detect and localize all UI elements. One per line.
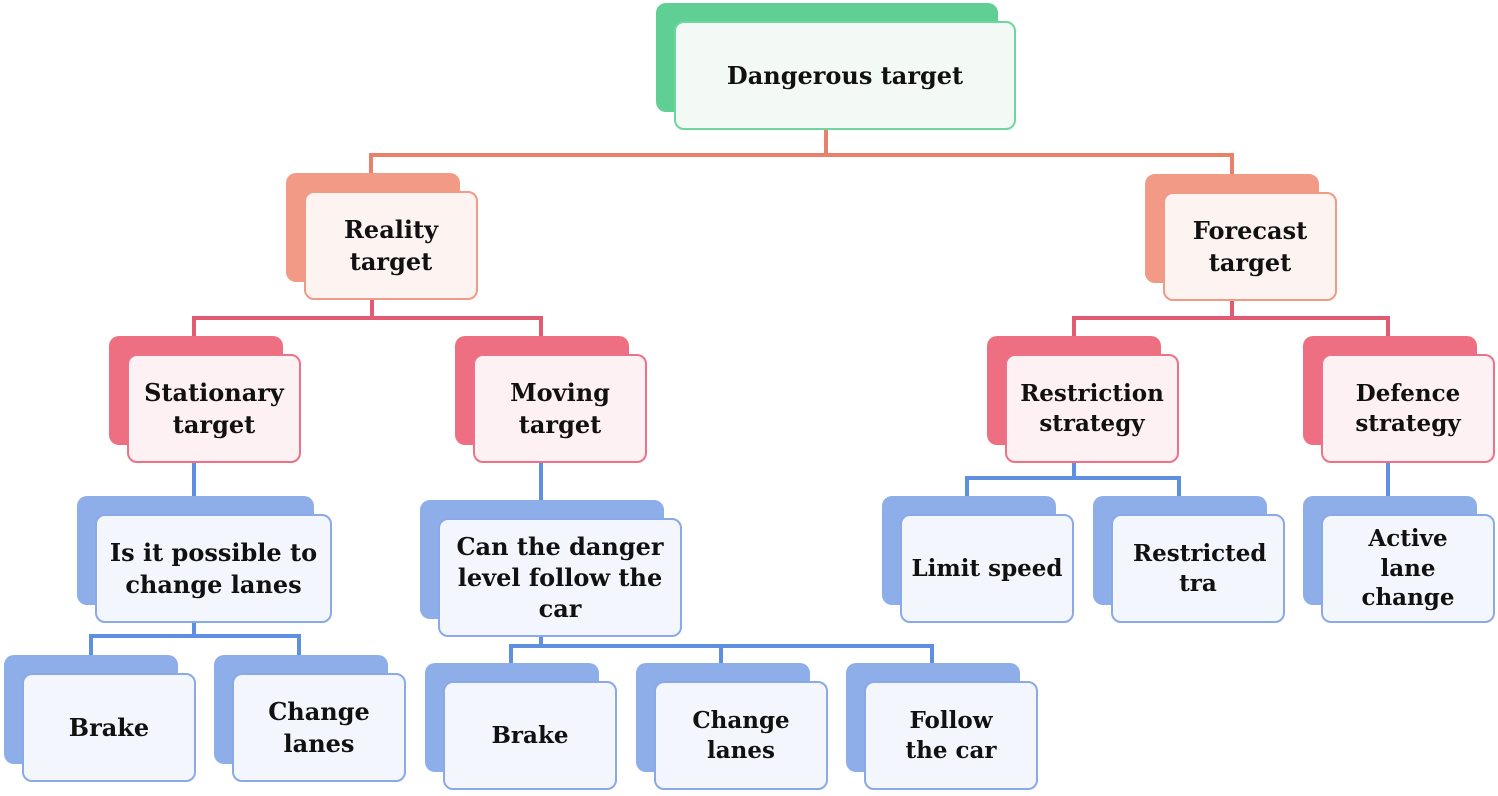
- node-forecast: Forecast target: [1145, 174, 1337, 301]
- node-label: Reality target: [343, 215, 439, 276]
- node-lane-possible: Is it possible to change lanes: [77, 496, 332, 623]
- node-card: Brake: [22, 673, 196, 782]
- connector-root-children: [369, 110, 1234, 193]
- node-card: Is it possible to change lanes: [95, 514, 332, 623]
- node-card: Reality target: [304, 191, 478, 300]
- node-card: Restricted tra: [1111, 514, 1285, 623]
- node-card: Follow the car: [864, 681, 1038, 790]
- node-label: Limit speed: [911, 554, 1063, 582]
- node-change-lanes-1: Change lanes: [214, 655, 406, 782]
- node-moving: Moving target: [455, 336, 647, 463]
- node-card: Moving target: [473, 354, 647, 463]
- connector-lane-question-actions: [89, 620, 301, 674]
- node-label: Brake: [68, 712, 150, 742]
- node-card: Dangerous target: [674, 21, 1016, 130]
- node-label: Stationary target: [144, 378, 284, 439]
- node-label: Active lane change: [1361, 524, 1455, 612]
- node-defence: Defence strategy: [1303, 336, 1495, 463]
- node-card: Brake: [443, 681, 617, 790]
- node-card: Restriction strategy: [1005, 354, 1179, 463]
- node-card: Active lane change: [1321, 514, 1495, 623]
- node-restriction: Restriction strategy: [987, 336, 1179, 463]
- node-label: Can the danger level follow the car: [456, 531, 664, 624]
- node-label: Restricted tra: [1133, 539, 1267, 597]
- node-card: Defence strategy: [1321, 354, 1495, 463]
- node-label: Forecast target: [1192, 216, 1308, 277]
- node-label: Change lanes: [692, 706, 790, 764]
- node-reality: Reality target: [286, 173, 478, 300]
- node-label: Defence strategy: [1355, 379, 1461, 437]
- node-card: Stationary target: [127, 354, 301, 463]
- node-card: Forecast target: [1163, 192, 1337, 301]
- node-brake-1: Brake: [4, 655, 196, 782]
- connector-restriction-children: [965, 462, 1181, 514]
- node-limit-speed: Limit speed: [882, 496, 1074, 623]
- node-label: Follow the car: [905, 706, 997, 764]
- node-root: Dangerous target: [656, 3, 1016, 130]
- node-label: Is it possible to change lanes: [109, 538, 318, 599]
- node-card: Change lanes: [654, 681, 828, 790]
- connector-reality-children: [192, 296, 543, 356]
- node-active-lane: Active lane change: [1303, 496, 1495, 623]
- node-brake-2: Brake: [425, 663, 617, 790]
- node-stationary: Stationary target: [109, 336, 301, 463]
- node-change-lanes-2: Change lanes: [636, 663, 828, 790]
- node-danger-follow: Can the danger level follow the car: [420, 500, 682, 637]
- node-restricted-tra: Restricted tra: [1093, 496, 1285, 623]
- node-label: Brake: [491, 721, 569, 749]
- node-label: Moving target: [510, 378, 610, 439]
- node-card: Limit speed: [900, 514, 1074, 623]
- node-label: Dangerous target: [726, 60, 964, 90]
- node-card: Change lanes: [232, 673, 406, 782]
- node-follow-car: Follow the car: [846, 663, 1038, 790]
- node-label: Change lanes: [268, 697, 370, 758]
- connector-forecast-children: [1072, 296, 1390, 356]
- node-label: Restriction strategy: [1020, 379, 1164, 437]
- node-card: Can the danger level follow the car: [438, 518, 682, 637]
